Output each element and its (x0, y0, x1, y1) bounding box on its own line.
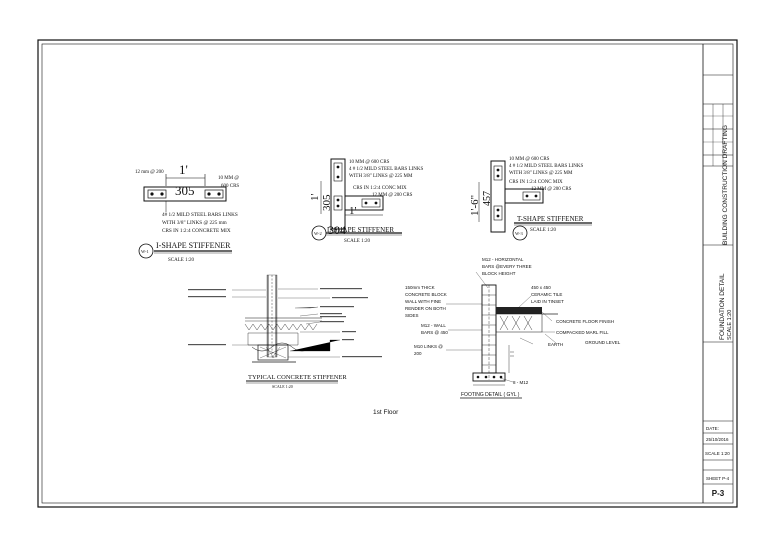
t-shape-note-4: CRS IN 1:2:4 CONC MIX (509, 180, 563, 185)
i-shape-bar-left: 12 mm @ 200 (135, 170, 164, 175)
t-shape-stiffener: 10 MM @ 600 CRS 4 # 1/2 MILD STEEL BARS … (469, 157, 592, 241)
sheet-inner-border (41, 43, 734, 504)
footing-label-16: M12 - WALL (421, 323, 446, 328)
i-shape-note-1: 4# 1/2 MILD STEEL BARS LINKS (162, 212, 238, 218)
l-shape-note-3: WITH 3/8" LINKS @ 225 MM (349, 174, 413, 179)
sheet-title-scale: SCALE 1:20 (727, 310, 733, 340)
project-name: BUILDING CONSTRUCTION DRAFTING (722, 125, 729, 245)
i-shape-note-2: WITH 3/8" LINKS @ 225 mm (162, 220, 227, 226)
footing-label-19: 200 (414, 351, 422, 356)
footing-label-11: LAID IN TINSET (531, 299, 564, 304)
i-shape-scale: SCALE 1:20 (168, 258, 194, 263)
footing-label-7: RENDER ON BOTH (405, 306, 446, 311)
scale-label: SCALE 1:20 (705, 451, 730, 456)
typical-concrete-stiffener: TYPICAL CONCRETE STIFFENER SCALE 1:20 (188, 274, 382, 389)
footing-label-9: 450 x 450 (531, 285, 551, 290)
t-shape-note-3: WITH 3/8" LINKS @ 225 MM (509, 171, 573, 176)
concrete-stiffener-scale: SCALE 1:20 (272, 384, 293, 389)
i-shape-dim-width: 305 (175, 183, 195, 198)
footing-detail: M12 - HORIZONTAL BARS @EVERY THREE BLOCK… (405, 257, 621, 399)
sheet-title: FOUNDATION DETAIL (719, 273, 726, 340)
l-shape-note-2: 4 # 1/2 MILD STEEL BARS LINKS (349, 167, 423, 172)
l-shape-dim-vertical-ft: 1' (309, 194, 321, 202)
title-block: BUILDING CONSTRUCTION DRAFTING FOUNDATIO… (702, 44, 733, 503)
t-shape-dim-vertical: 1'-6" (469, 195, 481, 216)
i-shape-dim-top: 1' (179, 162, 188, 177)
i-shape-section (143, 186, 227, 202)
t-shape-section-stem (490, 160, 506, 233)
l-shape-dim-vertical: 305 (321, 194, 333, 211)
footing-label-10: CERAMIC TILE (531, 292, 562, 297)
l-shape-note-5: 12 MM @ 200 CRS (372, 193, 413, 198)
footing-label-17: BARS @ 450 (421, 330, 448, 335)
t-shape-section-flange (504, 188, 544, 204)
footing-label-20: 8 - M12 (513, 380, 529, 385)
sheet-label: SHEET P-4 (706, 476, 730, 481)
l-shape-section-vertical (330, 158, 346, 230)
l-shape-stiffener: 10 MM @ 600 CRS 4 # 1/2 MILD STEEL BARS … (309, 158, 423, 244)
l-shape-section-horizontal (344, 195, 384, 211)
floor-label: 1st Floor (373, 409, 399, 416)
i-shape-tag: W-1 (141, 249, 149, 254)
footing-label-3: BLOCK HEIGHT (482, 271, 516, 276)
footing-label-2: BARS @EVERY THREE (482, 264, 532, 269)
t-shape-note-2: 4 # 1/2 MILD STEEL BARS LINKS (509, 164, 583, 169)
footing-label-4: 150mm THICK (405, 285, 435, 290)
t-shape-dim-inner: 457 (482, 191, 493, 206)
date-label: DATE: (706, 426, 719, 431)
footing-label-6: WALL WITH FINE (405, 299, 441, 304)
l-shape-scale: SCALE 1:20 (344, 239, 370, 244)
footing-slab (496, 307, 542, 314)
footing-label-5: CONCRETE BLOCK (405, 292, 447, 297)
footing-label-15: GROUND LEVEL (585, 340, 621, 345)
footing-title: FOOTING DETAIL ( GYL ) (461, 392, 520, 398)
l-shape-title: L-SHAPE STIFFENER (327, 226, 394, 234)
i-shape-bar-right-2: 600 CRS (221, 184, 239, 189)
date-value: 25/10/2016 (706, 437, 729, 442)
t-shape-scale: SCALE 1:20 (530, 228, 556, 233)
footing-label-18: M10 LINKS @ (414, 344, 443, 349)
footing-base (472, 372, 506, 382)
concrete-stiffener-title: TYPICAL CONCRETE STIFFENER (248, 374, 347, 381)
sheet-outer-border (37, 39, 738, 508)
t-shape-title: T-SHAPE STIFFENER (517, 215, 584, 223)
i-shape-title: I-SHAPE STIFFENER (156, 241, 231, 250)
footing-label-14: EARTH (548, 342, 563, 347)
i-shape-note-3: CRS IN 1:2:4 CONCRETE MIX (162, 228, 231, 234)
t-shape-tag: W-3 (515, 231, 523, 236)
footing-label-8: SIDES (405, 313, 419, 318)
l-shape-dim-bottom-ft: 1' (349, 205, 357, 217)
i-shape-stiffener: 1' 12 mm @ 200 10 MM @ 600 CRS 305 4# 1/… (135, 162, 239, 263)
i-shape-bar-right-1: 10 MM @ (218, 176, 239, 181)
l-shape-note-4: CRS IN 1:2:4 CONC MIX (353, 186, 407, 191)
footing-label-13: COMPACKED MARL FILL (556, 330, 609, 335)
footing-label-1: M12 - HORIZONTAL (482, 257, 524, 262)
l-shape-tag: W-2 (314, 231, 322, 236)
l-shape-note-1: 10 MM @ 600 CRS (349, 160, 390, 165)
t-shape-note-5: 12 MM @ 200 CRS (531, 187, 572, 192)
sheet-number: P-3 (712, 489, 725, 498)
footing-label-12: CONCRETE FLOOR FINISH (556, 319, 614, 324)
t-shape-note-1: 10 MM @ 600 CRS (509, 157, 550, 162)
